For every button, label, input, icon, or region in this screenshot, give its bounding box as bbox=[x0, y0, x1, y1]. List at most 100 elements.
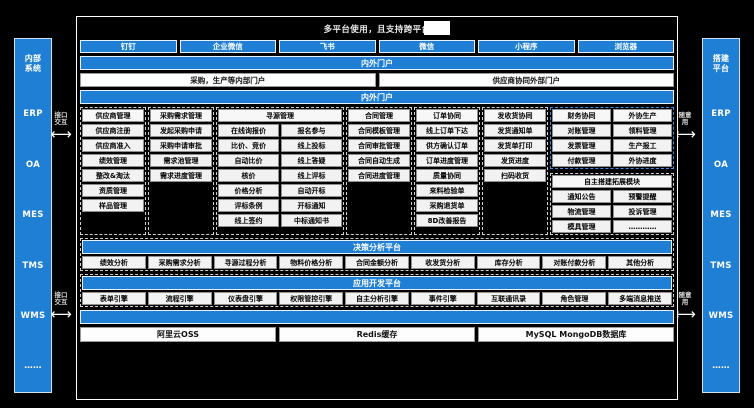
module-item[interactable]: 采购退货单 bbox=[416, 199, 478, 212]
module-item[interactable]: 采购申请审批 bbox=[150, 139, 212, 152]
infra-item-0[interactable]: 阿里云OSS bbox=[80, 327, 276, 342]
finance-item[interactable]: 生产报工 bbox=[613, 139, 672, 152]
decision-item[interactable]: 库存分析 bbox=[476, 256, 541, 269]
sidebar-item-left-6[interactable]: …… bbox=[24, 361, 42, 372]
expand-item[interactable]: 预警提醒 bbox=[613, 190, 672, 203]
module-grid: 供应商管理供应商注册供应商准入绩效管理整改&淘汰资质管理样品管理采购需求管理发起… bbox=[80, 107, 674, 235]
module-item[interactable]: 合同自动生成 bbox=[348, 154, 410, 167]
infra-item-2[interactable]: MySQL MongoDB数据库 bbox=[478, 327, 674, 342]
module-item[interactable]: 报名参与 bbox=[281, 124, 342, 137]
module-item[interactable]: 8D改善报告 bbox=[416, 214, 478, 227]
module-header: 合同管理 bbox=[348, 109, 410, 122]
module-item[interactable]: 扫码收货 bbox=[484, 169, 546, 182]
sidebar-item-left-1[interactable]: ERP bbox=[23, 109, 43, 120]
finance-item[interactable]: 付款管理 bbox=[552, 154, 611, 167]
infra-item-1[interactable]: Redis缓存 bbox=[279, 327, 475, 342]
devplatform-item[interactable]: 表单引擎 bbox=[82, 292, 146, 305]
module-item[interactable]: 样品管理 bbox=[82, 199, 144, 212]
finance-item[interactable]: 领料管理 bbox=[613, 124, 672, 137]
decision-item[interactable]: 合同金额分析 bbox=[345, 256, 409, 269]
sidebar-item-right-0[interactable]: 搭建平台 bbox=[712, 54, 730, 74]
module-item[interactable]: 需求池管理 bbox=[150, 154, 212, 167]
sidebar-item-left-4[interactable]: TMS bbox=[22, 260, 44, 271]
module-item[interactable]: 资质管理 bbox=[82, 184, 144, 197]
module-item[interactable]: 中标通知书 bbox=[281, 214, 342, 227]
portal-split-0[interactable]: 采购，生产等内部门户 bbox=[80, 73, 376, 87]
decision-item[interactable]: 物料价格分析 bbox=[279, 256, 344, 269]
platform-chip-3[interactable]: 微信 bbox=[378, 40, 475, 53]
devplatform-item[interactable]: 角色管理 bbox=[542, 292, 607, 305]
sidebar-item-right-4[interactable]: TMS bbox=[710, 260, 732, 271]
module-item[interactable]: 供方确认订单 bbox=[416, 139, 478, 152]
module-item[interactable]: 线上订单下达 bbox=[416, 124, 478, 137]
module-item[interactable]: 发货单打印 bbox=[484, 139, 546, 152]
platform-chip-1[interactable]: 企业微信 bbox=[179, 40, 276, 53]
platform-chip-5[interactable]: 浏览器 bbox=[577, 40, 674, 53]
expand-group: 自主搭建拓展模块通知公告物流管理模具管理预警提醒投诉管理………… bbox=[550, 173, 674, 235]
sidebar-item-right-6[interactable]: …… bbox=[712, 361, 730, 372]
module-item[interactable]: 线上签约 bbox=[218, 214, 279, 227]
module-item[interactable]: 质量协同 bbox=[416, 169, 478, 182]
module-item[interactable]: 供应商注册 bbox=[82, 124, 144, 137]
finance-item[interactable]: 发票管理 bbox=[552, 139, 611, 152]
sidebar-item-left-0[interactable]: 内部系统 bbox=[24, 54, 42, 74]
expand-item[interactable]: 通知公告 bbox=[552, 190, 611, 203]
expand-item[interactable]: ………… bbox=[613, 220, 672, 233]
module-item[interactable]: 核价 bbox=[218, 169, 279, 182]
module-item[interactable]: 发起采购申请 bbox=[150, 124, 212, 137]
module-item[interactable]: 开标通知 bbox=[281, 199, 342, 212]
devplatform-item[interactable]: 仪表盘引擎 bbox=[213, 292, 278, 305]
module-item[interactable]: 合同进度管理 bbox=[348, 169, 410, 182]
module-item[interactable]: 自动开标 bbox=[281, 184, 342, 197]
module-item[interactable]: 价格分析 bbox=[218, 184, 279, 197]
devplatform-item[interactable]: 互联通讯录 bbox=[476, 292, 541, 305]
module-item[interactable]: 线上答疑 bbox=[281, 154, 342, 167]
devplatform-item[interactable]: 自主分析引擎 bbox=[345, 292, 409, 305]
module-item[interactable]: 比价、竞价 bbox=[218, 139, 279, 152]
module-item[interactable]: 需求进度管理 bbox=[150, 169, 212, 182]
devplatform-item[interactable]: 流程引擎 bbox=[147, 292, 212, 305]
sidebar-item-right-1[interactable]: ERP bbox=[711, 109, 731, 120]
module-item[interactable]: 合同审批管理 bbox=[348, 139, 410, 152]
sidebar-item-left-5[interactable]: WMS bbox=[20, 311, 46, 321]
module-item[interactable]: 在线询报价 bbox=[218, 124, 279, 137]
decision-item[interactable]: 绩效分析 bbox=[82, 256, 146, 269]
finance-item[interactable]: 对账管理 bbox=[552, 124, 611, 137]
module-item[interactable]: 绩效管理 bbox=[82, 154, 144, 167]
platform-chip-2[interactable]: 飞书 bbox=[279, 40, 376, 53]
module-item[interactable]: 自动比价 bbox=[218, 154, 279, 167]
expand-column-0: 通知公告物流管理模具管理 bbox=[552, 190, 611, 233]
decision-item[interactable]: 对账付款分析 bbox=[542, 256, 607, 269]
module-header: 寻源管理 bbox=[218, 109, 342, 122]
sidebar-item-right-5[interactable]: WMS bbox=[708, 311, 734, 321]
module-item[interactable]: 发货通知单 bbox=[484, 124, 546, 137]
module-item[interactable]: 线上评标 bbox=[281, 169, 342, 182]
sidebar-item-left-2[interactable]: OA bbox=[25, 159, 41, 170]
module-item[interactable]: 线上投标 bbox=[281, 139, 342, 152]
decision-item[interactable]: 采购需求分析 bbox=[147, 256, 212, 269]
module-item[interactable]: 合同模板管理 bbox=[348, 124, 410, 137]
decision-item[interactable]: 其他分析 bbox=[608, 256, 673, 269]
finance-item[interactable]: 外协进度 bbox=[613, 154, 672, 167]
devplatform-item[interactable]: 事件引擎 bbox=[410, 292, 475, 305]
platform-chip-4[interactable]: 小程序 bbox=[478, 40, 575, 53]
platform-chip-0[interactable]: 钉钉 bbox=[80, 40, 177, 53]
decision-item[interactable]: 寻源过程分析 bbox=[213, 256, 278, 269]
portal-split-1[interactable]: 供应商协同外部门户 bbox=[378, 73, 674, 87]
devplatform-item[interactable]: 权限管控引擎 bbox=[279, 292, 344, 305]
sidebar-item-right-3[interactable]: MES bbox=[710, 210, 732, 221]
finance-column-0: 财务协同对账管理发票管理付款管理 bbox=[552, 109, 611, 167]
module-item[interactable]: 整改&淘汰 bbox=[82, 169, 144, 182]
devplatform-item[interactable]: 多端消息推送 bbox=[608, 292, 673, 305]
module-item[interactable]: 订单进度管理 bbox=[416, 154, 478, 167]
module-item[interactable]: 供应商准入 bbox=[82, 139, 144, 152]
expand-item[interactable]: 物流管理 bbox=[552, 205, 611, 218]
sidebar-item-left-3[interactable]: MES bbox=[22, 210, 44, 221]
decision-item[interactable]: 收发货分析 bbox=[410, 256, 475, 269]
sidebar-item-right-2[interactable]: OA bbox=[713, 159, 729, 170]
expand-item[interactable]: 投诉管理 bbox=[613, 205, 672, 218]
module-item[interactable]: 发货进度 bbox=[484, 154, 546, 167]
expand-item[interactable]: 模具管理 bbox=[552, 220, 611, 233]
module-item[interactable]: 来料检验单 bbox=[416, 184, 478, 197]
module-item[interactable]: 评标条例 bbox=[218, 199, 279, 212]
